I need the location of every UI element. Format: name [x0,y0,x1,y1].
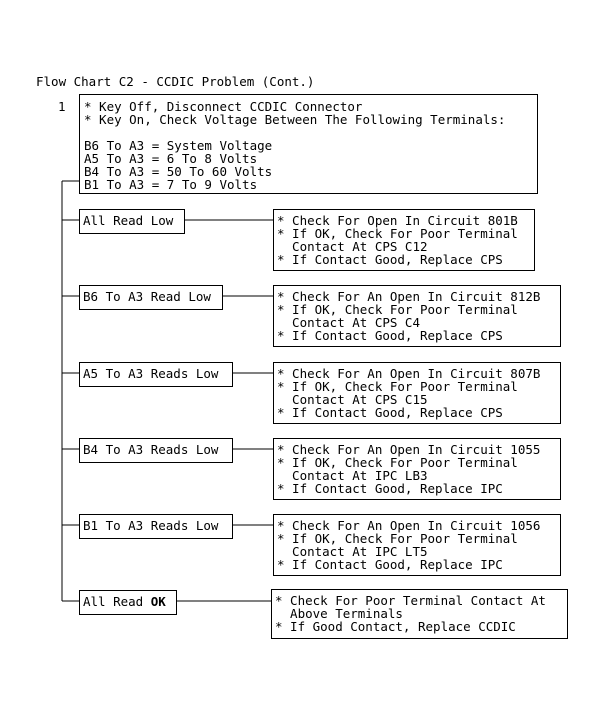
main-line: B6 To A3 = System Voltage [84,138,273,153]
result-line: * If OK, Check For Poor Terminal [277,302,518,317]
branch-label-text: All Read OK [83,595,176,608]
branch-label-text: B1 To A3 Reads Low [83,518,219,533]
branch-label-text: All Read Low [83,213,174,228]
result-line: * If Contact Good, Replace CPS [277,328,503,343]
result-line: Contact At CPS C15 [277,392,428,407]
result-line: * If Contact Good, Replace IPC [277,481,503,496]
branch-label-b1-a3: B1 To A3 Reads Low [79,514,233,539]
result-line: * If Contact Good, Replace IPC [277,557,503,572]
result-box-2: * Check For An Open In Circuit 812B * If… [273,285,561,347]
main-check-box: * Key Off, Disconnect CCDIC Connector * … [79,94,538,194]
result-line: * Check For An Open In Circuit 812B [277,289,541,304]
result-line: * Check For Poor Terminal Contact At [275,593,546,608]
result-line: Contact At IPC LT5 [277,544,428,559]
label-bold: OK [150,594,166,609]
main-line: B4 To A3 = 50 To 60 Volts [84,164,273,179]
page-title: Flow Chart C2 - CCDIC Problem (Cont.) [36,74,315,89]
result-line: * If OK, Check For Poor Terminal [277,379,518,394]
branch-label-b6-a3: B6 To A3 Read Low [79,285,223,310]
result-line: * Check For An Open In Circuit 1055 [277,442,541,457]
result-line: * If OK, Check For Poor Terminal [277,226,518,241]
result-line: * If OK, Check For Poor Terminal [277,455,518,470]
result-line: Contact At IPC LB3 [277,468,428,483]
branch-label-a5-a3: A5 To A3 Reads Low [79,362,233,387]
branch-label-b4-a3: B4 To A3 Reads Low [79,438,233,463]
branch-label-text: B6 To A3 Read Low [83,289,211,304]
step-number: 1 [58,99,66,114]
result-line: * Check For An Open In Circuit 1056 [277,518,541,533]
result-line: * If OK, Check For Poor Terminal [277,531,518,546]
main-line: B1 To A3 = 7 To 9 Volts [84,177,258,192]
result-box-1: * Check For Open In Circuit 801B * If OK… [273,209,535,271]
branch-label-all-read-ok: All Read OK [79,590,177,615]
branch-label-all-read-low: All Read Low [79,209,185,234]
result-line: * Check For An Open In Circuit 807B [277,366,541,381]
result-box-4: * Check For An Open In Circuit 1055 * If… [273,438,561,500]
branch-label-text: A5 To A3 Reads Low [83,366,219,381]
result-line: Contact At CPS C12 [277,239,428,254]
branch-label-text: B4 To A3 Reads Low [83,442,219,457]
main-line: A5 To A3 = 6 To 8 Volts [84,151,258,166]
result-line: * If Contact Good, Replace CPS [277,252,503,267]
result-line: Contact At CPS C4 [277,315,420,330]
result-box-5: * Check For An Open In Circuit 1056 * If… [273,514,561,576]
result-box-3: * Check For An Open In Circuit 807B * If… [273,362,561,424]
result-box-6: * Check For Poor Terminal Contact At Abo… [271,589,568,639]
result-line: * If Good Contact, Replace CCDIC [275,619,516,634]
main-line: * Key On, Check Voltage Between The Foll… [84,112,506,127]
result-line: Above Terminals [275,606,403,621]
label-prefix: All Read [83,594,151,609]
main-line: * Key Off, Disconnect CCDIC Connector [84,99,363,114]
result-line: * Check For Open In Circuit 801B [277,213,518,228]
result-line: * If Contact Good, Replace CPS [277,405,503,420]
